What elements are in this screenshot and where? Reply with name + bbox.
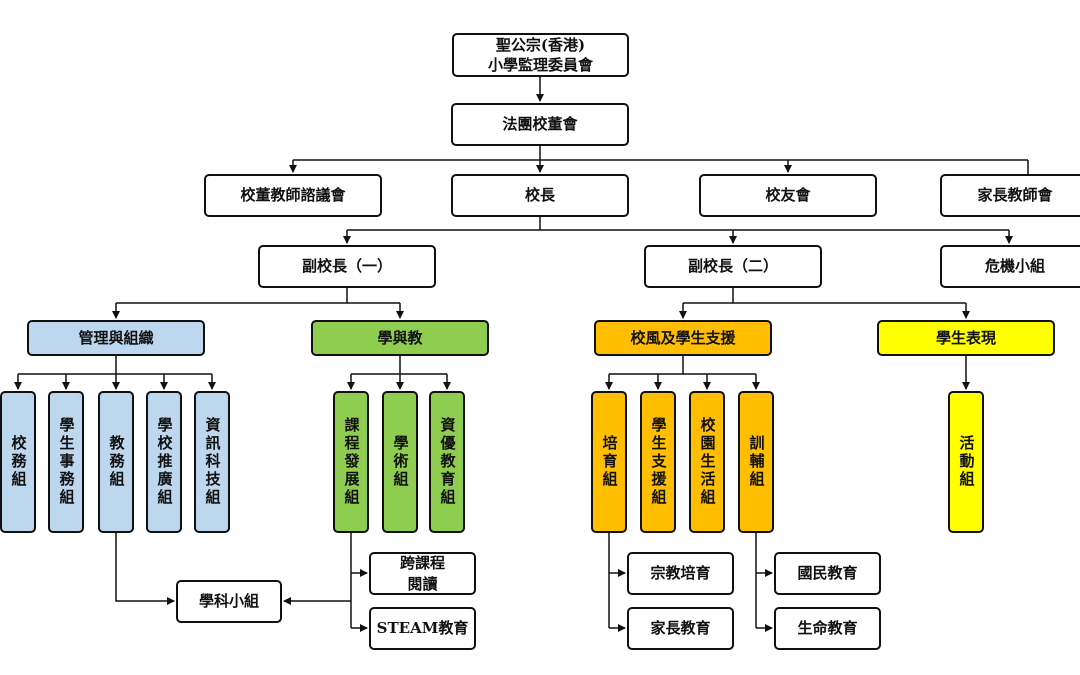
pta-box: 家長教師會 (940, 174, 1080, 217)
parent-education-box: 家長教育 (627, 607, 734, 650)
activities-group-box: 活動組 (948, 391, 984, 533)
gifted-education-box: 資優教育組 (429, 391, 465, 533)
teacher-consultative-box: 校董教師諮議會 (204, 174, 382, 217)
academic-affairs-box: 教務組 (98, 391, 134, 533)
vice-principal-2-box: 副校長（二） (644, 245, 822, 288)
guidance-group-box: 訓輔組 (738, 391, 774, 533)
school-life-label: 校園生活組 (698, 417, 717, 507)
student-affairs-label: 學生事務組 (57, 417, 76, 507)
religious-nurture-box: 宗教培育 (627, 552, 734, 595)
school-ethos-box: 校風及學生支援 (594, 320, 772, 356)
school-promotion-label: 學校推廣組 (155, 417, 174, 507)
academic-affairs-label: 教務組 (107, 435, 126, 489)
life-education-box: 生命教育 (774, 607, 881, 650)
admin-group-box: 校務組 (0, 391, 36, 533)
student-affairs-box: 學生事務組 (48, 391, 84, 533)
steam-education-box: STEAM教育 (369, 607, 476, 650)
national-education-box: 國民教育 (774, 552, 881, 595)
supervisory-committee-box: 聖公宗(香港) 小學監理委員會 (452, 33, 629, 77)
academic-group-label: 學術組 (391, 435, 410, 489)
it-group-box: 資訊科技組 (194, 391, 230, 533)
student-support-box: 學生支援組 (640, 391, 676, 533)
guidance-group-label: 訓輔組 (747, 435, 766, 489)
management-box: 管理與組織 (27, 320, 205, 356)
school-promotion-box: 學校推廣組 (146, 391, 182, 533)
nurture-group-box: 培育組 (591, 391, 627, 533)
curriculum-dev-label: 課程發展組 (342, 417, 361, 507)
learning-teaching-box: 學與教 (311, 320, 489, 356)
it-group-label: 資訊科技組 (203, 417, 222, 507)
cross-curricular-reading-box: 跨課程 閱讀 (369, 552, 476, 595)
admin-group-label: 校務組 (9, 435, 28, 489)
school-board-box: 法團校董會 (451, 103, 629, 146)
student-performance-box: 學生表現 (877, 320, 1055, 356)
gifted-education-label: 資優教育組 (438, 417, 457, 507)
curriculum-dev-box: 課程發展組 (333, 391, 369, 533)
student-support-label: 學生支援組 (649, 417, 668, 507)
principal-box: 校長 (451, 174, 629, 217)
vice-principal-1-box: 副校長（一） (258, 245, 436, 288)
nurture-group-label: 培育組 (600, 435, 619, 489)
school-life-box: 校園生活組 (689, 391, 725, 533)
academic-group-box: 學術組 (382, 391, 418, 533)
alumni-box: 校友會 (699, 174, 877, 217)
crisis-team-box: 危機小組 (940, 245, 1080, 288)
subject-panel-box: 學科小組 (176, 580, 282, 623)
activities-group-label: 活動組 (957, 435, 976, 489)
